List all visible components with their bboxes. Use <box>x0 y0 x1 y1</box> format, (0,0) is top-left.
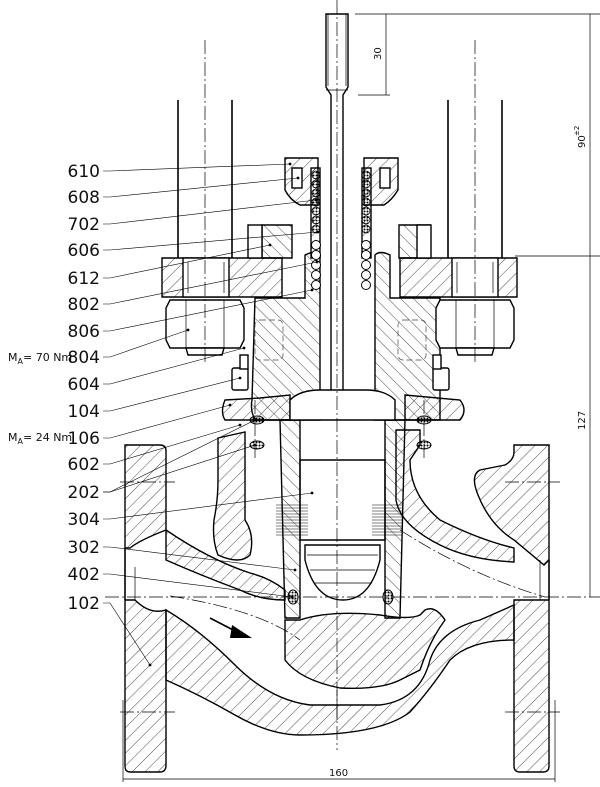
leader-line-202 <box>103 444 256 493</box>
leader-line-104 <box>103 377 241 412</box>
bellows-lines <box>276 504 402 536</box>
spring-coil <box>361 240 371 250</box>
dimension-thread-length: 30 <box>373 47 384 60</box>
packing-ring <box>361 215 371 225</box>
leader-line-608 <box>103 177 299 198</box>
leader-line-106 <box>103 404 231 439</box>
leader-line-402 <box>103 573 293 598</box>
leader-dot-402 <box>290 595 294 599</box>
dimension-lines <box>122 13 600 782</box>
packing-ring <box>361 188 371 198</box>
leader-line-606 <box>103 231 319 251</box>
spring-coil <box>311 280 321 290</box>
packing-ring <box>311 179 321 189</box>
packing-rings <box>311 170 371 290</box>
leader-dot-302 <box>293 568 297 572</box>
leader-line-604 <box>103 347 245 385</box>
stud-bolts <box>165 100 515 391</box>
leader-line-102 <box>103 602 151 666</box>
part-labels: 610 608 702 606 612 802 806 804 604 104 106 602 202 3… <box>68 162 100 614</box>
packing-ring <box>361 179 371 189</box>
leader-dot-604 <box>242 346 246 350</box>
leader-dot-806 <box>310 288 314 292</box>
leader-line-612 <box>103 244 271 279</box>
leader-dot-702 <box>314 198 318 202</box>
bonnet <box>221 251 465 421</box>
leader-dot-202 <box>253 418 257 422</box>
part-label-402: 402 <box>68 565 100 585</box>
part-label-102: 102 <box>68 594 100 614</box>
leader-line-304 <box>103 492 313 520</box>
leader-line-702 <box>103 199 317 225</box>
part-label-610: 610 <box>68 162 100 182</box>
torque-note-804: MA= 70 Nm <box>8 351 72 366</box>
part-label-602: 602 <box>68 455 100 475</box>
spring-coil <box>361 260 371 270</box>
leader-dot-610 <box>288 162 292 166</box>
spring-coil <box>311 240 321 250</box>
dimension-stem-height: 90 ±2 <box>573 126 588 148</box>
dimension-stem-height-value: 90 <box>577 135 588 148</box>
spring-coil <box>361 250 371 260</box>
part-label-612: 612 <box>68 269 100 289</box>
spring-coil <box>311 270 321 280</box>
dimension-stem-height-tolerance: ±2 <box>573 126 581 136</box>
leader-dot-102 <box>148 663 152 667</box>
spring-coil <box>311 250 321 260</box>
leader-dot-202 <box>253 443 257 447</box>
part-label-804: 804 <box>68 348 100 368</box>
dimension-bonnet-height: 127 <box>577 411 588 430</box>
part-label-202: 202 <box>68 483 100 503</box>
spring-coil <box>361 280 371 290</box>
part-label-302: 302 <box>68 538 100 558</box>
leader-dot-304 <box>310 491 314 495</box>
center-lines <box>105 0 600 750</box>
torque-note-106: MA= 24 Nm <box>8 431 72 446</box>
part-label-304: 304 <box>68 510 100 530</box>
leader-dot-606 <box>316 230 320 234</box>
spring-coil <box>361 270 371 280</box>
leader-line-804 <box>103 329 189 358</box>
part-label-806: 806 <box>68 322 100 342</box>
leader-dot-602 <box>238 423 242 427</box>
flow-direction-arrow <box>209 617 252 638</box>
packing-ring <box>311 188 321 198</box>
packing-ring <box>311 206 321 216</box>
leader-line-610 <box>103 163 291 172</box>
part-label-606: 606 <box>68 241 100 261</box>
packing-ring <box>361 206 371 216</box>
leader-dot-612 <box>268 243 272 247</box>
gland-follower <box>247 224 432 259</box>
part-label-608: 608 <box>68 188 100 208</box>
leader-line-802 <box>103 261 318 305</box>
dimension-face-to-face: 160 <box>329 768 348 779</box>
leader-dot-804 <box>186 328 190 332</box>
valve-body <box>124 429 550 773</box>
leader-line-602 <box>103 424 241 465</box>
part-label-802: 802 <box>68 295 100 315</box>
leader-dot-802 <box>315 260 319 264</box>
part-label-604: 604 <box>68 375 100 395</box>
leader-dot-608 <box>296 176 300 180</box>
leader-line-302 <box>103 546 296 571</box>
part-label-104: 104 <box>68 402 100 422</box>
packing-ring <box>311 170 321 180</box>
leader-line-806 <box>103 289 313 332</box>
packing-ring <box>361 170 371 180</box>
packing-ring <box>361 224 371 234</box>
part-label-106: 106 <box>68 429 100 449</box>
part-label-702: 702 <box>68 215 100 235</box>
packing-ring <box>361 197 371 207</box>
packing-ring <box>311 215 321 225</box>
leader-dot-104 <box>238 376 242 380</box>
leader-lines <box>103 162 320 667</box>
leader-dot-106 <box>228 403 232 407</box>
packing-nut <box>284 157 399 206</box>
